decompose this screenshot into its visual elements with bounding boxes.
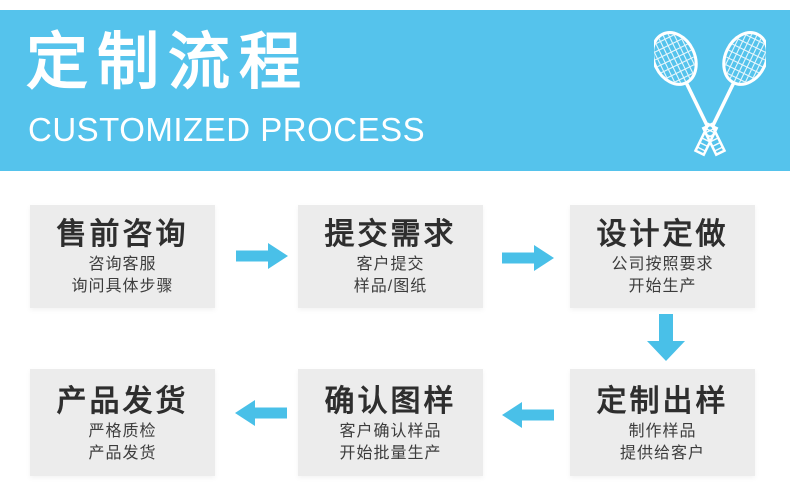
banner-subtitle: CUSTOMIZED PROCESS: [28, 111, 426, 148]
arrow-right-icon: [236, 243, 288, 269]
step-subtitle-line: 提供给客户: [619, 445, 705, 462]
step-subtitle-line: 客户提交: [356, 256, 425, 273]
banner-title: 定制流程: [26, 28, 311, 97]
step-box-design-custom: 设计定做 公司按照要求 开始生产: [570, 205, 755, 308]
badminton-rackets-icon: [654, 26, 766, 168]
step-title: 产品发货: [56, 385, 189, 418]
arrow-down-icon: [647, 314, 685, 361]
arrow-left-icon: [502, 402, 554, 428]
step-title: 设计定做: [596, 218, 729, 251]
step-title: 定制出样: [596, 385, 729, 418]
step-box-confirm-design: 确认图样 客户确认样品 开始批量生产: [298, 369, 483, 476]
step-subtitle-line: 公司按照要求: [611, 256, 714, 273]
step-box-submit-requirements: 提交需求 客户提交 样品/图纸: [298, 205, 483, 308]
step-subtitle-line: 制作样品: [628, 423, 697, 440]
banner: 定制流程 CUSTOMIZED PROCESS: [0, 10, 790, 171]
step-subtitle-line: 产品发货: [88, 445, 157, 462]
step-subtitle-line: 样品/图纸: [353, 278, 428, 295]
step-box-product-shipping: 产品发货 严格质检 产品发货: [30, 369, 215, 476]
step-subtitle-line: 客户确认样品: [339, 423, 442, 440]
step-box-pre-sale-consult: 售前咨询 咨询客服 询问具体步骤: [30, 205, 215, 308]
arrow-right-icon: [502, 245, 554, 271]
step-box-custom-sample: 定制出样 制作样品 提供给客户: [570, 369, 755, 476]
step-subtitle-line: 严格质检: [88, 423, 157, 440]
step-title: 售前咨询: [56, 218, 189, 251]
step-subtitle-line: 开始生产: [628, 278, 697, 295]
step-title: 提交需求: [324, 218, 457, 251]
step-subtitle-line: 咨询客服: [88, 256, 157, 273]
step-title: 确认图样: [324, 385, 457, 418]
step-subtitle-line: 询问具体步骤: [71, 278, 174, 295]
arrow-left-icon: [235, 400, 287, 426]
step-subtitle-line: 开始批量生产: [339, 445, 442, 462]
